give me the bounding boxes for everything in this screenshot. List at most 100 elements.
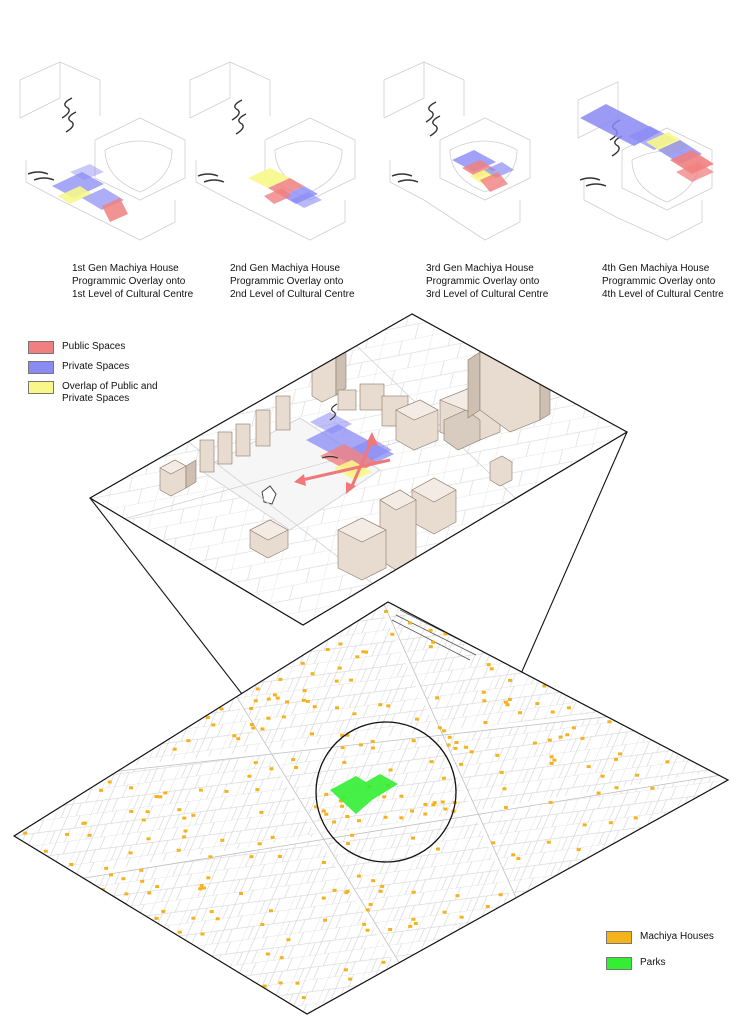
site-plan	[88, 313, 629, 626]
machiya-house-marker	[182, 835, 187, 839]
machiya-house-marker	[407, 621, 412, 625]
machiya-house-marker	[321, 896, 326, 900]
machiya-house-marker	[481, 690, 486, 694]
machiya-house-marker	[428, 628, 433, 632]
machiya-house-marker	[600, 774, 605, 778]
legend-public-spaces: Public Spaces	[28, 341, 192, 354]
machiya-house-marker	[542, 684, 547, 688]
machiya-house-marker	[499, 770, 504, 774]
machiya-house-marker	[608, 821, 613, 825]
machiya-house-marker	[432, 801, 437, 805]
machiya-house-marker	[198, 788, 203, 792]
machiya-house-marker	[99, 788, 103, 792]
machiya-house-marker	[443, 632, 448, 636]
machiya-house-marker	[582, 823, 587, 827]
machiya-house-marker	[580, 736, 585, 740]
machiya-house-marker	[239, 892, 243, 895]
machiya-house-marker	[323, 918, 327, 922]
machiya-house-marker	[300, 661, 305, 665]
machiya-house-marker	[249, 855, 254, 859]
machiya-house-marker	[549, 761, 554, 765]
machiya-house-marker	[482, 699, 487, 703]
machiya-house-marker	[205, 716, 210, 719]
city-map	[12, 601, 730, 1015]
machiya-house-marker	[147, 891, 152, 895]
caption-level-4: 4th Gen Machiya House Programmic Overlay…	[602, 263, 724, 300]
machiya-house-marker	[107, 780, 112, 784]
cultural-centre-overlay	[294, 403, 394, 494]
machiya-house-marker	[301, 698, 306, 702]
machiya-house-marker	[266, 716, 271, 720]
machiya-house-marker	[566, 706, 571, 710]
machiya-house-marker	[485, 905, 490, 908]
machiya-house-marker	[198, 887, 203, 891]
machiya-house-marker	[302, 689, 307, 693]
machiya-house-marker	[338, 799, 343, 803]
machiya-house-marker	[388, 928, 393, 931]
machiya-house-marker	[154, 916, 159, 920]
machiya-house-marker	[429, 760, 434, 764]
machiya-house-marker	[469, 750, 474, 754]
machiya-house-marker	[348, 977, 353, 981]
machiya-house-marker	[507, 698, 512, 701]
machiya-house-marker	[337, 666, 342, 670]
machiya-house-marker	[172, 747, 177, 751]
machiya-house-marker	[202, 886, 206, 890]
machiya-house-marker	[129, 786, 134, 790]
machiya-house-marker	[378, 889, 383, 893]
machiya-house-marker	[547, 738, 552, 742]
machiya-house-marker	[324, 812, 329, 816]
machiya-house-marker	[301, 996, 306, 1000]
machiya-house-marker	[262, 984, 267, 988]
machiya-house-marker	[140, 879, 145, 883]
machiya-house-marker	[364, 650, 369, 654]
machiya-house-marker	[431, 803, 436, 807]
machiya-house-marker	[618, 752, 623, 756]
machiya-house-marker	[571, 726, 576, 730]
machiya-house-marker	[486, 663, 491, 667]
machiya-house-marker	[43, 849, 48, 853]
machiya-house-marker	[596, 791, 601, 795]
machiya-house-marker	[199, 884, 204, 888]
machiya-house-marker	[209, 910, 214, 914]
machiya-house-marker	[565, 733, 570, 737]
caption-level-2: 2nd Gen Machiya House Programmic Overlay…	[230, 263, 355, 300]
machiya-house-marker	[518, 711, 523, 715]
machiya-house-marker	[498, 893, 503, 897]
machiya-house-marker	[357, 819, 361, 823]
machiya-house-marker	[332, 820, 337, 824]
machiya-house-marker	[154, 795, 159, 799]
machiya-house-marker	[269, 767, 274, 771]
machiya-house-marker	[346, 842, 351, 846]
machiya-house-marker	[338, 642, 343, 646]
machiya-house-marker	[388, 768, 393, 772]
machiya-house-marker	[549, 755, 554, 759]
focus-circle	[315, 721, 457, 863]
machiya-house-marker	[191, 813, 196, 817]
machiya-house-marker	[532, 741, 537, 745]
machiya-house-marker	[365, 908, 370, 912]
building-group-west	[159, 459, 197, 497]
machiya-house-marker	[459, 915, 464, 919]
machiya-house-marker	[399, 816, 404, 820]
machiya-house-marker	[183, 829, 188, 833]
machiya-house-marker	[410, 809, 414, 813]
machiya-house-marker	[550, 710, 555, 714]
machiya-house-marker	[455, 894, 460, 898]
machiya-house-marker	[87, 833, 92, 837]
caption-level-3: 3rd Gen Machiya House Programmic Overlay…	[426, 263, 549, 300]
machiya-house-marker	[411, 836, 415, 840]
machiya-house-marker	[423, 812, 428, 816]
machiya-house-marker	[454, 741, 459, 744]
machiya-house-marker	[408, 924, 413, 928]
axon-level-1	[19, 61, 186, 241]
machiya-house-marker	[121, 877, 126, 881]
axon-level-2	[189, 61, 356, 241]
machiya-house-marker	[650, 786, 655, 790]
machiya-house-marker	[208, 855, 213, 859]
machiya-house-marker	[350, 833, 355, 837]
legend-overlap-spaces: Overlap of Public and Private Spaces	[28, 381, 162, 405]
machiya-house-marker	[352, 712, 357, 716]
machiya-house-marker	[269, 909, 273, 913]
machiya-house-marker	[378, 703, 383, 707]
